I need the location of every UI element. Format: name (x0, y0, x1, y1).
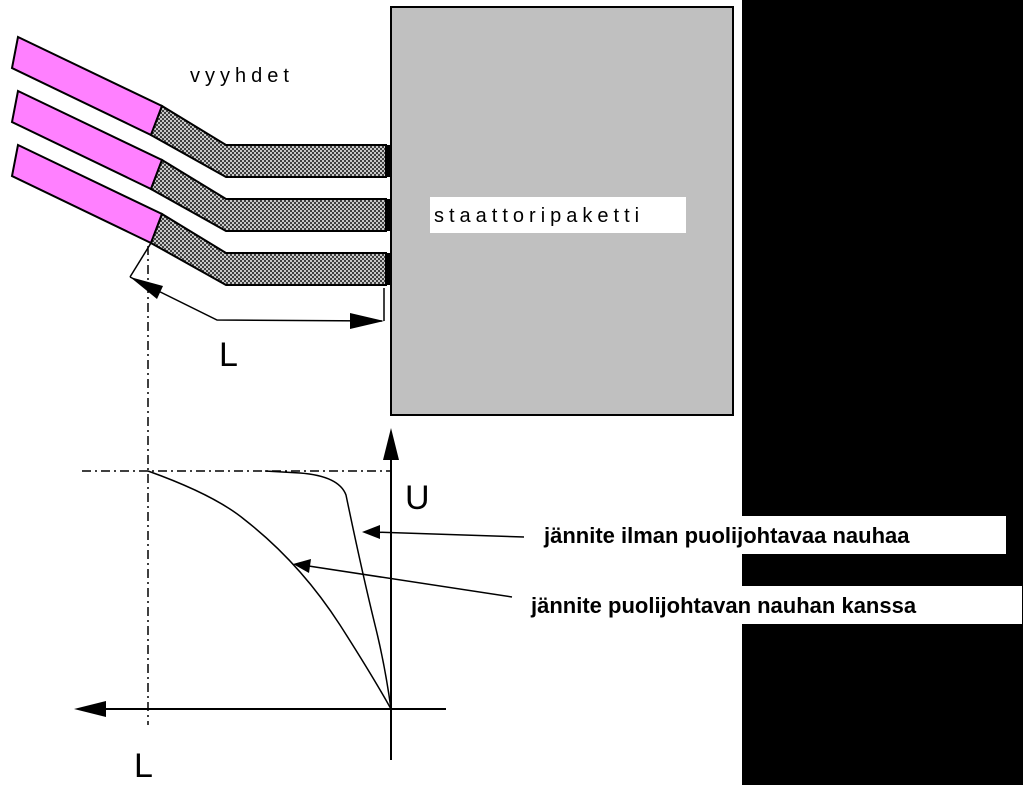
length-label-bottom: L (134, 747, 153, 785)
voltage-axis-label: U (405, 479, 430, 517)
callout-line-with-tape (301, 564, 513, 598)
curve-voltage-without-tape (264, 470, 392, 710)
label-voltage-with-tape: jännite puolijohtavan nauhan kanssa (530, 593, 917, 618)
dimension-arrowhead-left (130, 277, 163, 299)
coil-strand-2 (10, 89, 391, 232)
coil-strand-1 (10, 35, 391, 178)
stator-core-label: staattoripaketti (434, 205, 644, 227)
length-axis-arrowhead (74, 701, 106, 717)
strand-3-slot-entry (385, 253, 391, 285)
label-background-without-tape (530, 516, 1006, 554)
strand-2-slot-entry (385, 199, 391, 231)
label-voltage-without-tape: jännite ilman puolijohtavaa nauhaa (543, 523, 910, 548)
stator-label-background (430, 197, 686, 233)
strand-1-slot-entry (385, 145, 391, 177)
length-dimension (129, 242, 385, 329)
label-background-with-tape (517, 586, 1022, 624)
callout-arrowhead-with-tape (293, 559, 311, 573)
curve-voltage-with-tape (147, 470, 392, 710)
callout-arrowhead-without-tape (362, 525, 380, 539)
voltage-axis-arrowhead (383, 428, 399, 460)
dimension-arrowhead-right (350, 313, 384, 329)
callout-line-without-tape (371, 531, 525, 538)
length-label-top: L (219, 336, 238, 374)
strands-label: vyyhdet (190, 65, 294, 87)
